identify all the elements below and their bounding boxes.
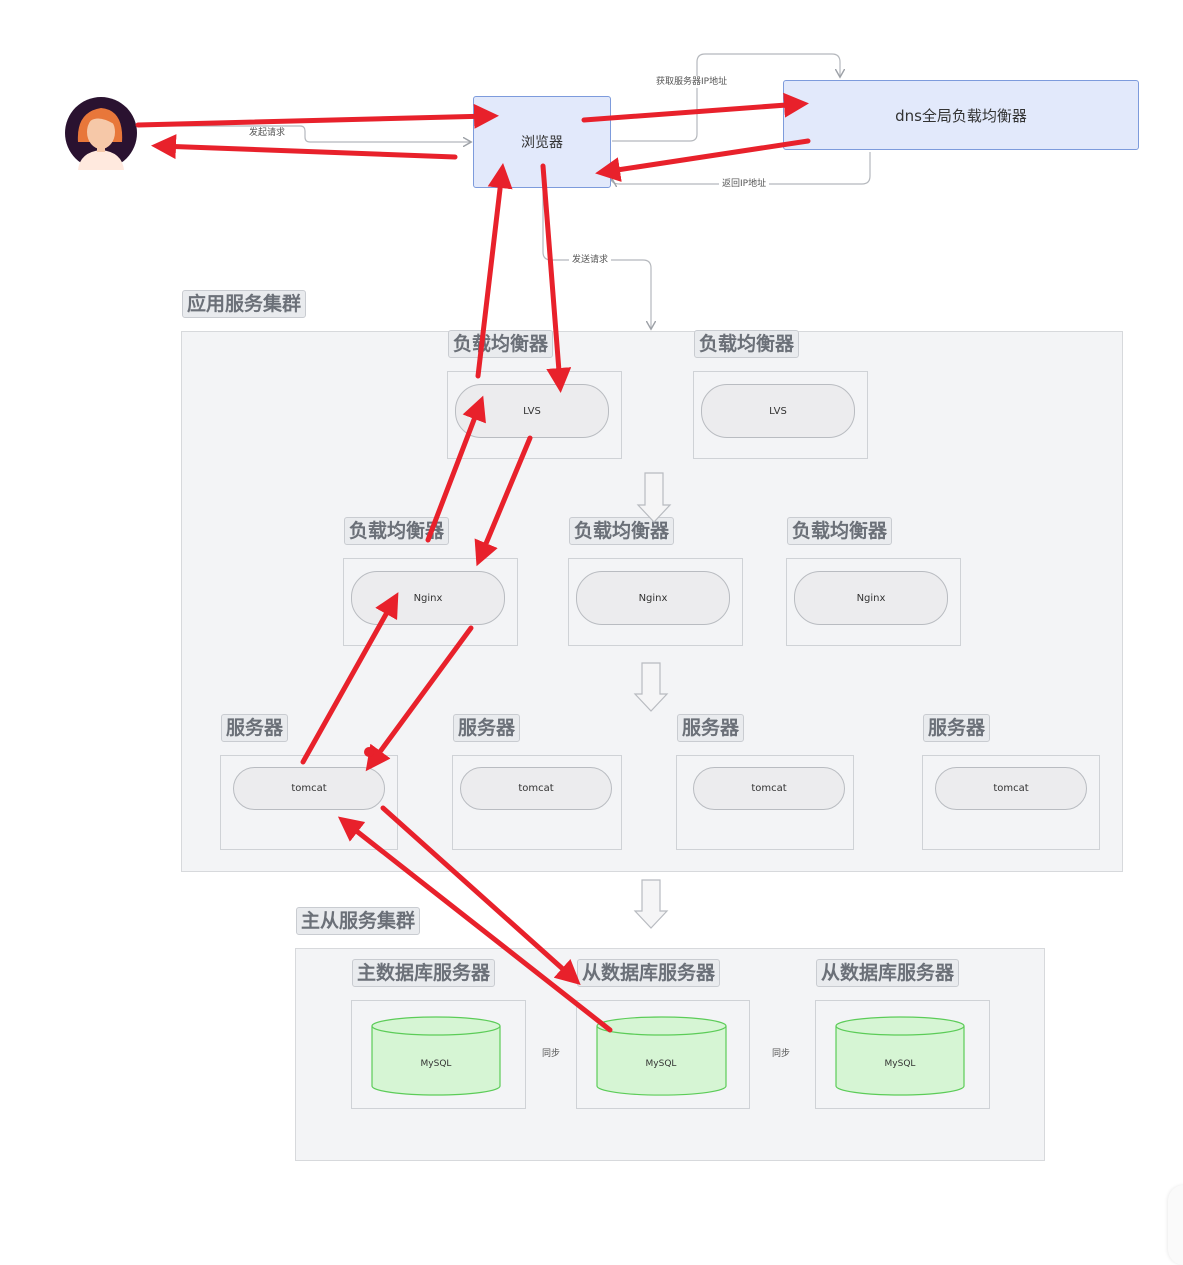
red-arrow-dns-to-browser bbox=[604, 141, 808, 172]
red-arrow-lvs-to-nginx bbox=[480, 438, 530, 558]
tier-arrow-1 bbox=[638, 473, 670, 522]
mysql-slave-cylinder-1: MySQL bbox=[597, 1017, 726, 1095]
red-arrow-browser-to-user bbox=[160, 146, 455, 157]
mysql-label-3: MySQL bbox=[885, 1059, 916, 1069]
mysql-label-2: MySQL bbox=[646, 1059, 677, 1069]
red-arrow-nginx-to-lvs bbox=[428, 404, 480, 540]
red-arrow-slave-to-tomcat bbox=[345, 822, 610, 1030]
red-arrow-tomcat-to-slave bbox=[383, 808, 574, 979]
highlight-arrows bbox=[138, 104, 808, 1030]
mysql-label-1: MySQL bbox=[421, 1059, 452, 1069]
red-arrow-tomcat-to-nginx bbox=[303, 600, 394, 762]
tier-arrow-2 bbox=[635, 663, 667, 711]
mysql-slave-cylinder-2: MySQL bbox=[836, 1017, 964, 1095]
corner-decoration bbox=[1168, 1185, 1183, 1265]
mysql-master-cylinder: MySQL bbox=[372, 1017, 500, 1095]
red-arrow-browser-to-dns bbox=[584, 104, 800, 120]
red-arrow-nginx-to-tomcat bbox=[371, 628, 471, 764]
red-arrow-user-to-browser bbox=[138, 116, 490, 125]
red-arrow-browser-to-lvs bbox=[543, 166, 560, 384]
tier-arrow-3 bbox=[635, 880, 667, 928]
red-arrow-lvs-to-browser bbox=[478, 172, 502, 376]
red-arrow-dot bbox=[364, 747, 374, 757]
